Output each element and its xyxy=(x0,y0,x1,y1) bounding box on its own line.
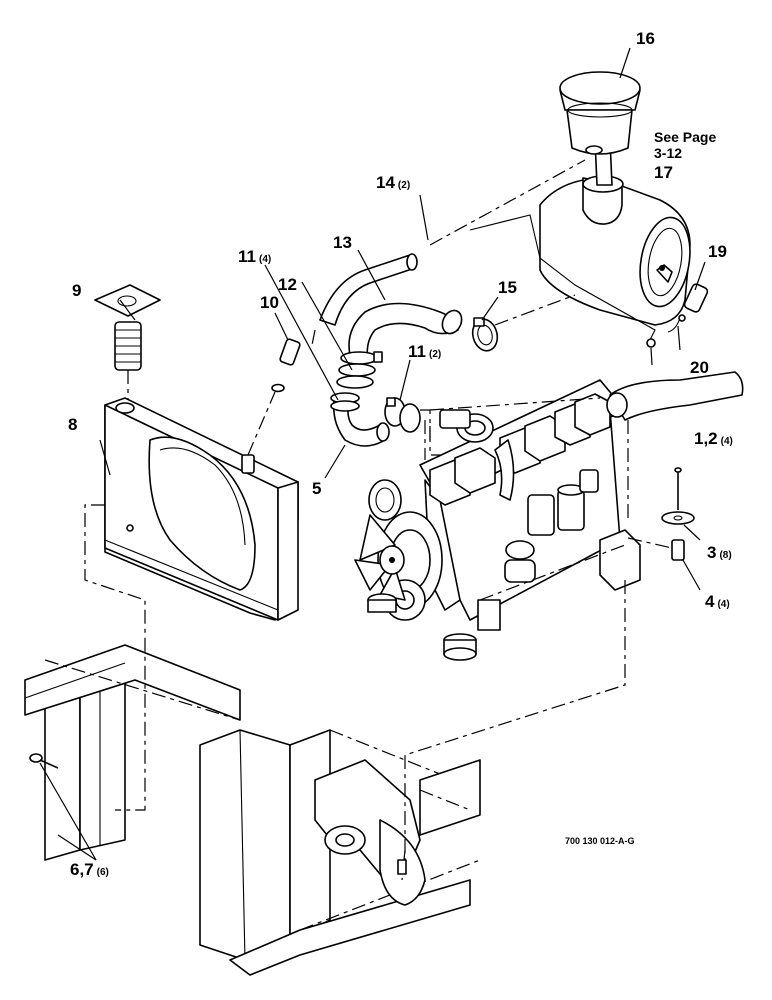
radiator-filler-bellows xyxy=(94,284,161,400)
valve-covers xyxy=(429,393,611,506)
callout-14: 14(2) xyxy=(376,173,410,192)
service-indicator xyxy=(667,283,709,333)
engine-mounts xyxy=(367,529,641,661)
callout-9: 9 xyxy=(72,281,81,300)
frame-bolt xyxy=(29,753,59,769)
hose-clamp-15 xyxy=(471,317,499,352)
callout-16: 16 xyxy=(636,29,655,48)
callout-labels: 16 See Page 3-12 17 14(2) 13 11(4) 19 12… xyxy=(68,29,733,879)
callout-11-left: 11(4) xyxy=(238,247,271,266)
callout-8: 8 xyxy=(68,415,77,434)
see-page-note-line1: See Page xyxy=(654,129,716,145)
callout-5: 5 xyxy=(312,479,321,498)
hose-clamps-12 xyxy=(336,351,383,389)
callout-13: 13 xyxy=(333,233,352,252)
see-page-note-line2: 3-12 xyxy=(654,145,682,161)
callout-6-7: 6,7(6) xyxy=(70,860,109,879)
engine-block xyxy=(354,371,744,661)
cooling-fan xyxy=(354,514,406,601)
radiator-shroud xyxy=(104,397,299,621)
leader-lines xyxy=(39,47,706,861)
callout-4: 4(4) xyxy=(705,592,730,611)
callout-3: 3(8) xyxy=(707,543,732,562)
assembly-lines xyxy=(84,159,626,881)
callout-15: 15 xyxy=(498,278,517,297)
intake-hoses xyxy=(319,253,463,447)
callout-12: 12 xyxy=(278,275,297,294)
drawing-id: 700 130 012-A-G xyxy=(565,836,635,846)
chassis-frame xyxy=(24,644,481,976)
callout-17: 17 xyxy=(654,163,673,182)
callout-10: 10 xyxy=(260,293,279,312)
callout-11-right: 11(2) xyxy=(408,342,441,361)
air-cleaner xyxy=(469,139,691,348)
hose-clamps-11 xyxy=(384,397,421,433)
engine-mount-hardware xyxy=(627,467,695,561)
hose-parts-left xyxy=(241,338,301,474)
callout-1-2: 1,2(4) xyxy=(694,429,733,448)
callout-18: 19 xyxy=(708,242,727,261)
precleaner-cap xyxy=(559,71,641,155)
callout-19: 20 xyxy=(690,358,709,377)
